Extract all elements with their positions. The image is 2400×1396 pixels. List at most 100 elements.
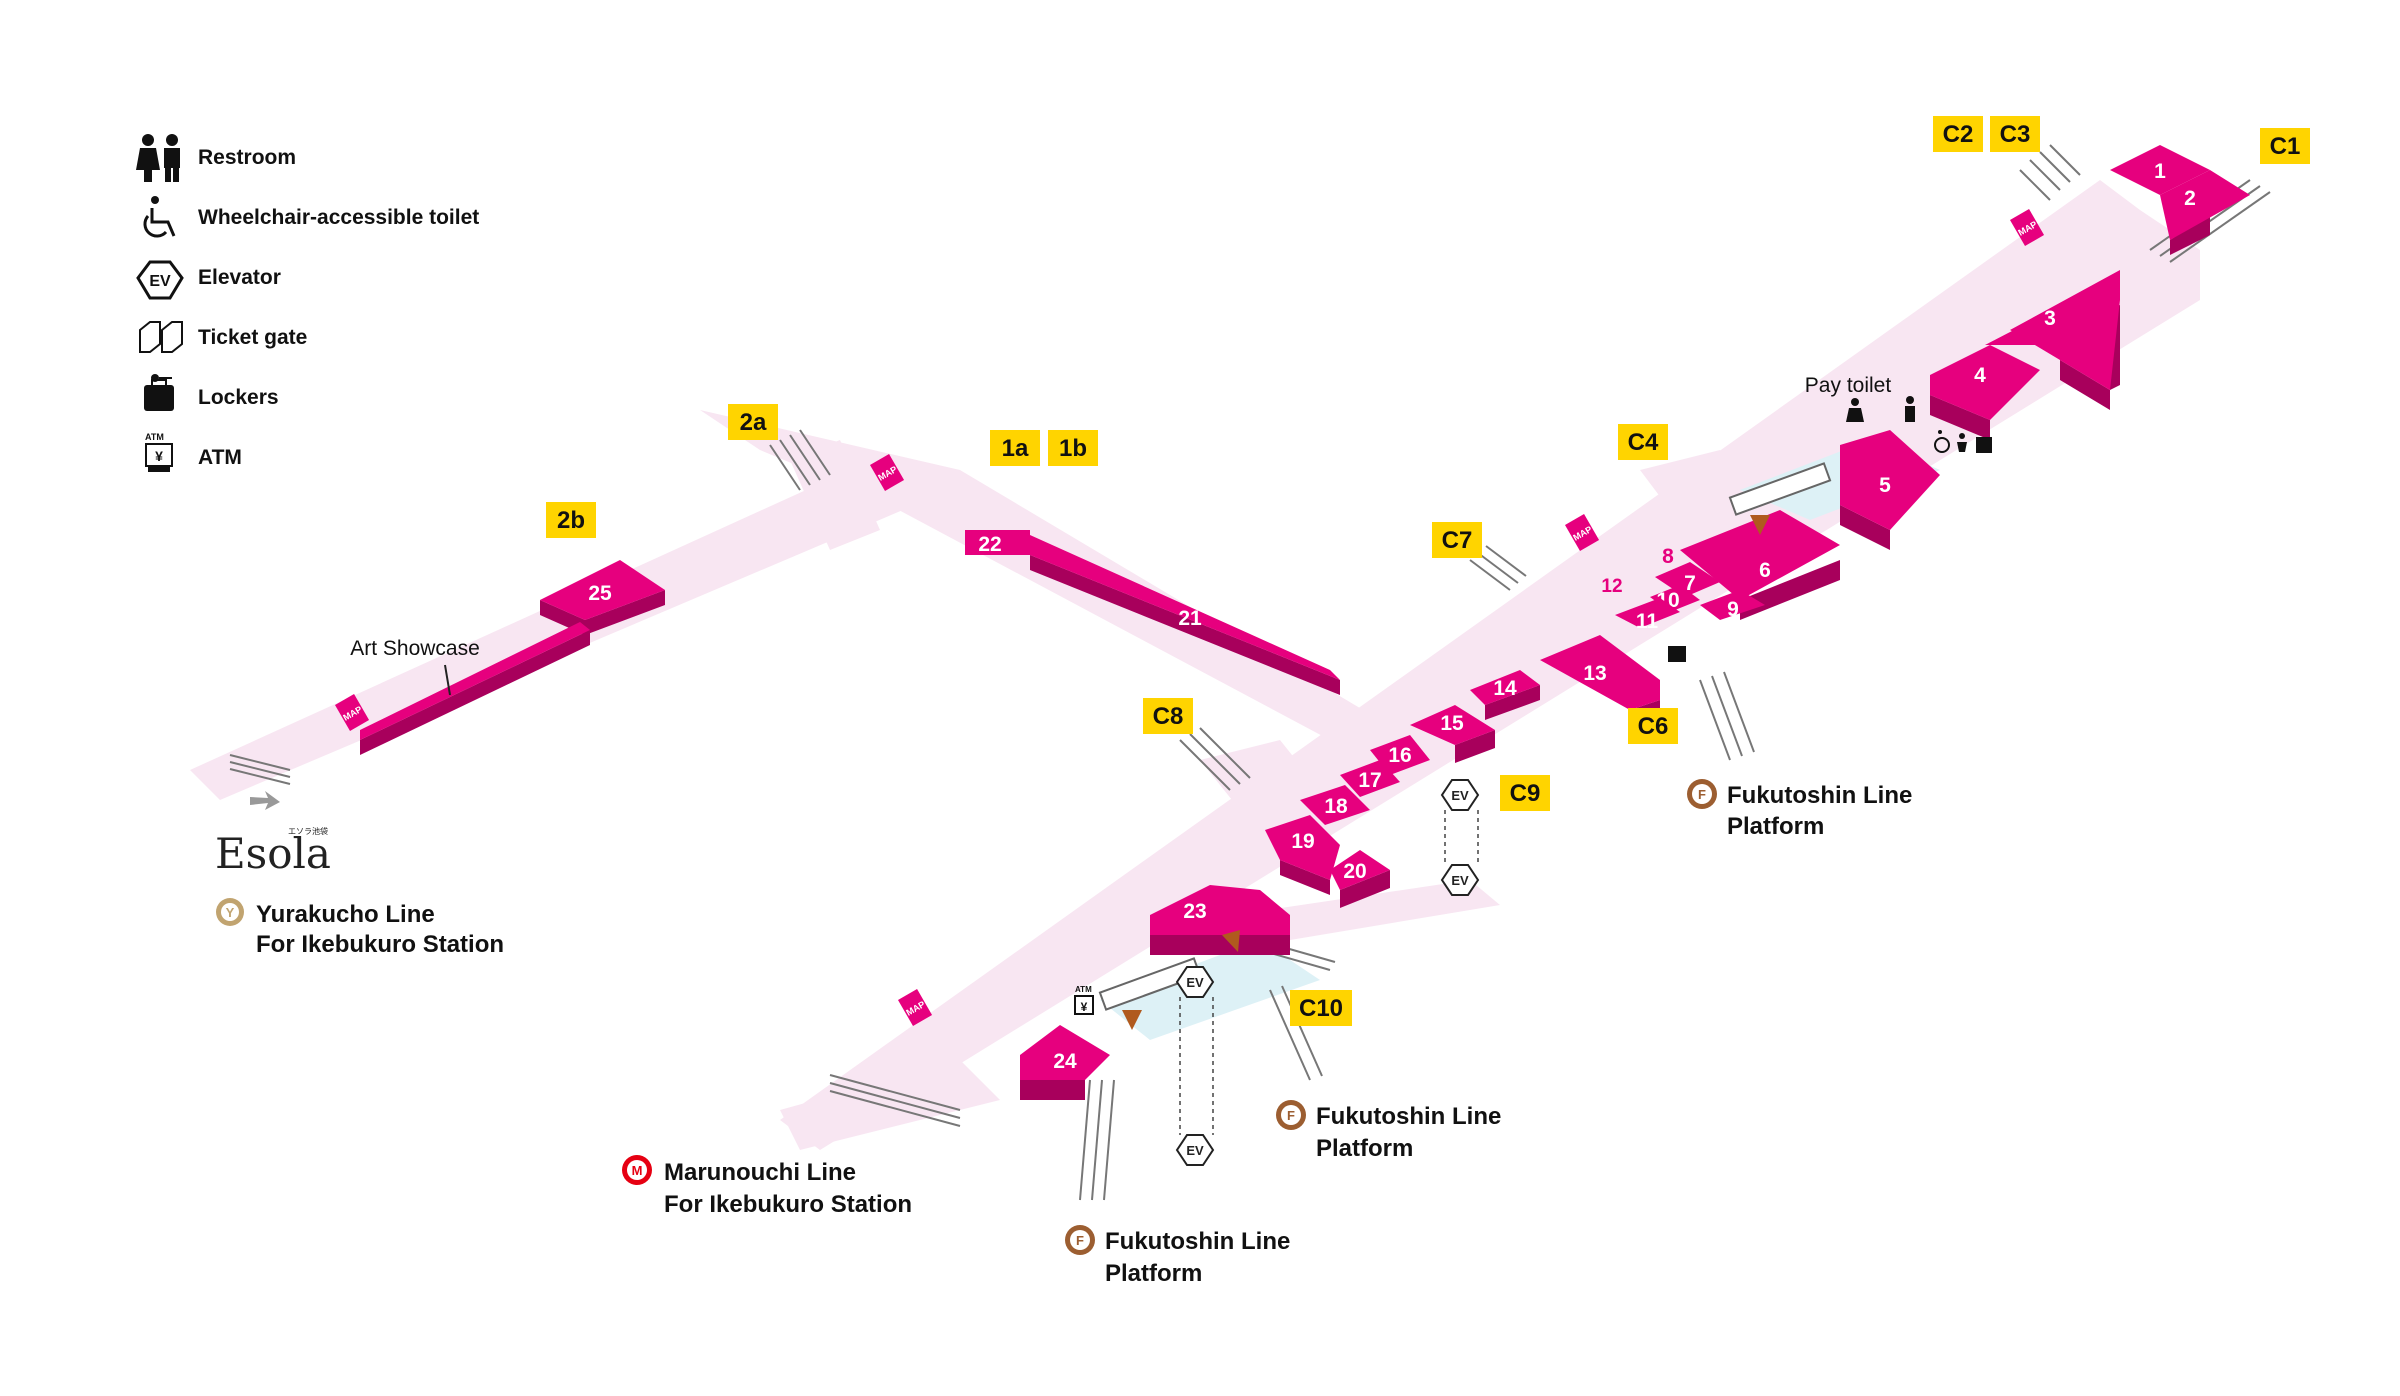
stairs-fukutoshin-c <box>1079 1079 1115 1201</box>
map-sign[interactable]: MAP <box>898 989 933 1026</box>
shop-11[interactable]: 11 <box>1615 598 1680 633</box>
exit-label: C8 <box>1153 703 1184 730</box>
shop-number: 13 <box>1583 662 1606 685</box>
exit-c2[interactable]: C2 <box>1933 116 1983 152</box>
elevator-icon[interactable]: EV <box>1440 779 1480 811</box>
stairs <box>229 144 2271 1201</box>
esola-small-text: エソラ池袋 <box>288 826 328 836</box>
shop-number: 19 <box>1291 830 1314 853</box>
shop-number: 8 <box>1662 545 1674 568</box>
fukutoshin-letter: F <box>1076 1233 1084 1248</box>
map-sign[interactable]: MAP <box>1565 514 1600 551</box>
fukutoshin-label-center: F Fukutoshin Line Platform <box>1276 1100 1501 1162</box>
map-sign[interactable]: MAP <box>2010 209 2045 246</box>
shop-20[interactable]: 20 <box>1330 850 1390 908</box>
exit-c10[interactable]: C10 <box>1290 990 1352 1026</box>
shop-15[interactable]: 15 <box>1410 705 1495 763</box>
shop-number: 14 <box>1493 677 1517 700</box>
exit-1a[interactable]: 1a <box>990 430 1040 466</box>
exit-label: C3 <box>2000 121 2031 148</box>
elevator-icon[interactable]: EV <box>1175 966 1215 998</box>
legend: Restroom Wheelchair-accessible toilet EV… <box>136 134 479 472</box>
shop-14[interactable]: 14 <box>1470 670 1540 720</box>
elevator-icon[interactable]: EV <box>1440 864 1480 896</box>
exit-c6[interactable]: C6 <box>1628 708 1678 744</box>
ticket-gate-icon <box>139 321 183 353</box>
shop-17[interactable]: 17 <box>1340 760 1400 797</box>
shop-number: 17 <box>1358 769 1381 792</box>
shop-24[interactable]: 24 <box>1020 1025 1110 1100</box>
atm-icon: ATM ¥ <box>1074 985 1094 1015</box>
stairs-c8 <box>1179 727 1251 791</box>
lockers-icon <box>144 374 174 411</box>
map-sign[interactable]: MAP <box>870 454 905 491</box>
shop-number: 7 <box>1684 572 1696 595</box>
shop-9[interactable]: 9 <box>1700 590 1765 621</box>
exit-label: C4 <box>1628 429 1659 456</box>
shop-2[interactable]: 2 <box>2160 170 2250 255</box>
wheelchair-icon <box>143 196 176 238</box>
shop-number: 6 <box>1759 559 1771 582</box>
exit-1b[interactable]: 1b <box>1048 430 1098 466</box>
fukutoshin-label-south: F Fukutoshin Line Platform <box>1065 1225 1290 1287</box>
shop-5[interactable]: 5 <box>1840 430 1940 550</box>
elevator-icon[interactable]: EV <box>1175 1134 1215 1166</box>
atm-map-caption: ATM <box>1075 985 1092 994</box>
shop-number: 11 <box>1636 610 1659 633</box>
yurakucho-line-label: Y Yurakucho Line For Ikebukuro Station <box>216 898 504 958</box>
exit-label: 1b <box>1059 435 1087 462</box>
shop-number: 23 <box>1183 900 1206 923</box>
exit-c7[interactable]: C7 <box>1432 522 1482 558</box>
exit-label: C2 <box>1943 121 1974 148</box>
shop-23[interactable]: 23 <box>1150 885 1290 955</box>
exit-2a[interactable]: 2a <box>728 404 778 440</box>
shop-7[interactable]: 7 <box>1655 562 1720 597</box>
restroom-icon <box>1846 396 1915 422</box>
art-showcase-bar <box>360 622 590 755</box>
legend-ticket-gate-label: Ticket gate <box>198 326 307 349</box>
lockers-icon <box>1668 437 1992 662</box>
esola-logo[interactable]: Esola エソラ池袋 <box>215 791 331 878</box>
shop-number: 16 <box>1388 744 1411 767</box>
restroom-icon <box>136 134 180 182</box>
legend-restroom-label: Restroom <box>198 146 296 169</box>
exit-c9[interactable]: C9 <box>1500 775 1550 811</box>
atm-icon: ATM ¥ <box>145 432 173 472</box>
exit-c4[interactable]: C4 <box>1618 424 1668 460</box>
shop-8[interactable]: 8 <box>1662 545 1674 568</box>
ev-label: EV <box>1451 788 1469 803</box>
legend-wheelchair-label: Wheelchair-accessible toilet <box>198 206 479 229</box>
shop-number: 1 <box>2154 160 2166 183</box>
shop-19[interactable]: 19 <box>1265 815 1340 895</box>
map-sign[interactable]: MAP <box>335 694 370 731</box>
fukutoshin-letter: F <box>1287 1108 1295 1123</box>
ev-label: EV <box>1186 975 1204 990</box>
shop-3[interactable]: 3 <box>1985 270 2120 410</box>
shop-18[interactable]: 18 <box>1300 785 1370 825</box>
legend-lockers: Lockers <box>144 374 279 411</box>
shop-number: 20 <box>1343 860 1366 883</box>
legend-atm-symbol: ¥ <box>155 448 163 464</box>
shop-16[interactable]: 16 <box>1370 735 1430 775</box>
ev-label: EV <box>1451 873 1469 888</box>
exit-c8[interactable]: C8 <box>1143 698 1193 734</box>
fukutoshin-platform: Platform <box>1316 1135 1413 1162</box>
exit-2b[interactable]: 2b <box>546 502 596 538</box>
marunouchi-line-label: M Marunouchi Line For Ikebukuro Station <box>622 1155 912 1218</box>
exit-c3[interactable]: C3 <box>1990 116 2040 152</box>
shops: 25 22 21 1 2 <box>360 145 2250 1100</box>
fukutoshin-name: Fukutoshin Line <box>1727 782 1912 809</box>
shop-number: 22 <box>978 533 1001 556</box>
shop-number: 12 <box>1601 576 1622 597</box>
exit-c1[interactable]: C1 <box>2260 128 2310 164</box>
exit-label: 2b <box>557 507 585 534</box>
yurakucho-name: Yurakucho Line <box>256 901 435 928</box>
exit-label: C7 <box>1442 527 1473 554</box>
shop-22[interactable]: 22 <box>965 530 1030 556</box>
shop-12[interactable]: 12 <box>1601 576 1622 597</box>
shop-21[interactable]: 21 <box>1030 535 1340 695</box>
fukutoshin-platform: Platform <box>1105 1260 1202 1287</box>
fukutoshin-name: Fukutoshin Line <box>1105 1228 1290 1255</box>
shop-4[interactable]: 4 <box>1930 345 2040 440</box>
